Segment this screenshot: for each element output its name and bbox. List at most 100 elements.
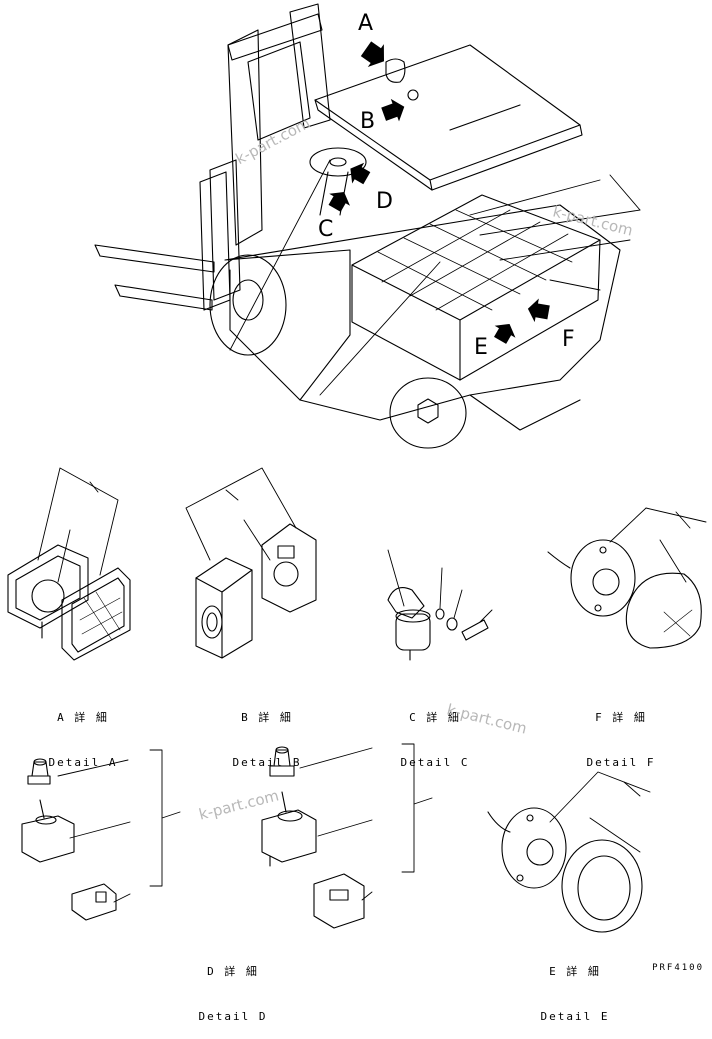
detail-f-rear-lamp xyxy=(547,507,707,649)
flange-e-hole-2 xyxy=(516,874,524,882)
callout-e: E xyxy=(474,335,488,360)
light-a-marker xyxy=(385,58,406,83)
washer-2 xyxy=(446,617,458,631)
caption-detail-f: F 詳 細 Detail F xyxy=(566,680,676,785)
rear-guard xyxy=(469,394,581,431)
truck-body xyxy=(224,204,621,421)
socket-bracket xyxy=(387,587,425,619)
detail-d-switch-right xyxy=(261,743,433,929)
connector-d2 xyxy=(313,873,365,929)
caption-detail-c: C 詳 細 Detail C xyxy=(380,680,490,785)
socket-body xyxy=(395,613,431,651)
fork-lower xyxy=(114,284,213,311)
switch-boot xyxy=(27,775,51,785)
lens-f-grid xyxy=(663,609,693,637)
caption-f-jp: F 詳 細 xyxy=(595,711,647,724)
lamp-housing xyxy=(7,544,89,629)
screw xyxy=(461,619,489,641)
switch-lever-r xyxy=(281,791,287,813)
battery-cells xyxy=(377,209,573,311)
caption-b-en: Detail B xyxy=(232,756,302,769)
switch-nut-r xyxy=(277,810,303,822)
parts-diagram: A B C D E F xyxy=(7,3,707,1023)
detail-b-license-lamp xyxy=(185,467,317,659)
arrow-e xyxy=(494,323,516,344)
callout-c: C xyxy=(318,217,333,242)
battery-side xyxy=(459,239,601,381)
detail-e-leaders xyxy=(549,771,651,853)
flange-e-hole-1 xyxy=(526,814,534,822)
lamp-lens-inner xyxy=(71,577,125,653)
lamp-lens-e-inner xyxy=(577,855,631,921)
connector-tab xyxy=(95,891,107,903)
callout-a: A xyxy=(358,11,373,36)
caption-e-en: Detail E xyxy=(540,1010,610,1023)
detail-c-socket xyxy=(387,549,493,661)
callout-d: D xyxy=(376,189,393,214)
socket-cap xyxy=(395,609,431,623)
lamp-base-plate xyxy=(261,523,317,613)
switch-body xyxy=(21,815,75,863)
rear-wheel xyxy=(389,377,467,449)
carriage-bar xyxy=(199,171,231,311)
mast-inner xyxy=(247,41,311,141)
caption-f-en: Detail F xyxy=(586,756,656,769)
mast-left-rail xyxy=(227,29,263,246)
caption-c-jp: C 詳 細 xyxy=(409,711,461,724)
caption-b-jp: B 詳 細 xyxy=(241,711,293,724)
guard-line xyxy=(449,104,521,131)
mast-right-rail xyxy=(289,3,331,129)
caption-detail-b: B 詳 細 Detail B xyxy=(212,680,322,785)
lamp-wire-f xyxy=(547,551,571,569)
steering-wheel xyxy=(309,147,367,177)
arrow-f xyxy=(527,298,550,323)
overhead-guard xyxy=(314,44,581,181)
caption-a-jp: A 詳 細 xyxy=(57,711,109,724)
front-wheel xyxy=(209,254,287,356)
fork-upper xyxy=(94,244,215,273)
detail-b-leaders xyxy=(185,467,297,561)
body-side xyxy=(229,269,301,401)
caption-e-jp: E 詳 細 xyxy=(549,965,601,978)
connector-d1 xyxy=(71,883,117,921)
detail-d1-leaders xyxy=(57,749,181,903)
steering-hub xyxy=(329,157,347,167)
lamp-cover-window-inner xyxy=(206,612,218,632)
rear-wheel-hub xyxy=(417,398,439,424)
caption-a-en: Detail A xyxy=(48,756,118,769)
caption-detail-e: E 詳 細 Detail E xyxy=(520,934,630,1039)
flange-hole-2 xyxy=(594,604,602,612)
arrow-a xyxy=(360,41,385,68)
lamp-bulb-e xyxy=(526,838,554,866)
switch-boot-r xyxy=(269,765,295,777)
leader-lines xyxy=(229,159,641,396)
lamp-bulb-b xyxy=(273,561,299,587)
arrow-b xyxy=(381,98,405,122)
detail-d2-leaders xyxy=(299,743,433,901)
caption-detail-d: D 詳 細 Detail D xyxy=(178,934,288,1039)
switch-knob-cap-r xyxy=(275,746,289,754)
drawing-code: PRF4100 xyxy=(652,963,704,973)
mast-crossbar xyxy=(227,13,323,61)
forklift-overview: A B C D E F xyxy=(94,3,641,449)
connector-tab-r xyxy=(329,889,349,901)
detail-a-leaders xyxy=(37,467,119,583)
callout-b: B xyxy=(360,109,375,134)
detail-a-work-lamp xyxy=(7,467,131,661)
switch-lever xyxy=(39,799,45,819)
detail-d-switch-left xyxy=(21,749,181,921)
detail-e-lamp xyxy=(487,771,651,933)
lamp-flange-e xyxy=(501,807,567,889)
switch-body-r xyxy=(261,809,317,863)
callout-f: F xyxy=(562,327,575,352)
washer-1 xyxy=(435,608,445,620)
detail-c-leaders xyxy=(387,549,493,623)
detail-f-leaders xyxy=(609,507,707,583)
switch-knob-cap xyxy=(33,758,47,766)
lamp-lens-e xyxy=(561,839,643,933)
guard-edge xyxy=(314,99,433,191)
lamp-cover-window xyxy=(201,605,223,639)
lamp-flange-f xyxy=(570,539,636,617)
front-wheel-hub xyxy=(232,279,264,321)
light-b-marker xyxy=(407,89,419,101)
